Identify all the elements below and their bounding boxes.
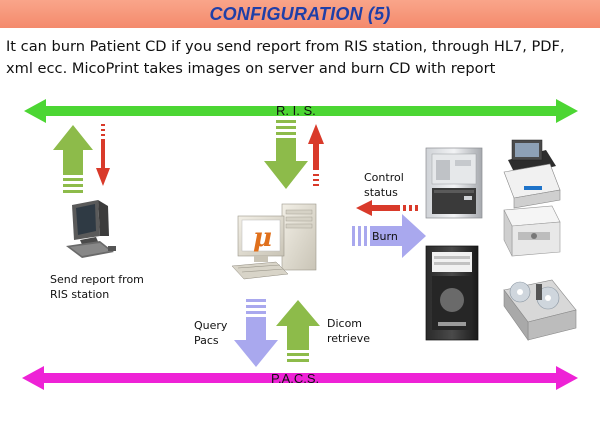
intro-text: It can burn Patient CD if you send repor… <box>6 38 565 77</box>
control-label-line1: Control <box>364 171 404 184</box>
dicom-retrieve-arrow <box>276 300 320 362</box>
query-pacs-label: Query Pacs <box>194 318 227 348</box>
disc-publisher-icon <box>503 205 561 257</box>
ris-label: R. I. S. <box>276 103 316 118</box>
burn-label: Burn <box>372 230 398 243</box>
send-arrow-center <box>308 124 324 186</box>
control-status-label: Control status <box>364 170 404 200</box>
page-title: CONFIGURATION (5) <box>209 4 391 24</box>
download-arrow-left <box>96 124 110 186</box>
cd-burner-robot-icon <box>425 147 483 219</box>
dicom-retrieve-label: Dicom retrieve <box>327 316 370 346</box>
burn-arrow <box>352 214 426 258</box>
micoprint-server-icon <box>231 203 317 280</box>
query-pacs-arrow <box>234 299 278 367</box>
ris-workstation-icon <box>66 200 116 258</box>
control-status-arrow <box>356 200 418 216</box>
cd-robot-icon <box>503 279 577 341</box>
query-label-line1: Query <box>194 319 228 332</box>
cd-burner-tower-icon <box>425 245 479 341</box>
dicom-label-line1: Dicom <box>327 317 363 330</box>
micoprint-logo: μ <box>253 223 272 253</box>
upload-arrow-left <box>53 125 93 193</box>
receive-arrow-center <box>264 120 308 189</box>
pacs-label: P.A.C.S. <box>271 371 320 386</box>
ris-station-label-line2: RIS station <box>50 288 110 301</box>
ris-station-label-line1: Send report from <box>50 273 144 286</box>
pacs-bus-arrow <box>22 366 578 390</box>
dicom-label-line2: retrieve <box>327 332 370 345</box>
disc-printer-icon <box>503 139 561 209</box>
control-label-line2: status <box>364 186 398 199</box>
title-bar <box>0 0 600 28</box>
ris-station-label: Send report from RIS station <box>50 272 144 302</box>
query-label-line2: Pacs <box>194 334 219 347</box>
ris-bus-arrow <box>24 99 578 123</box>
